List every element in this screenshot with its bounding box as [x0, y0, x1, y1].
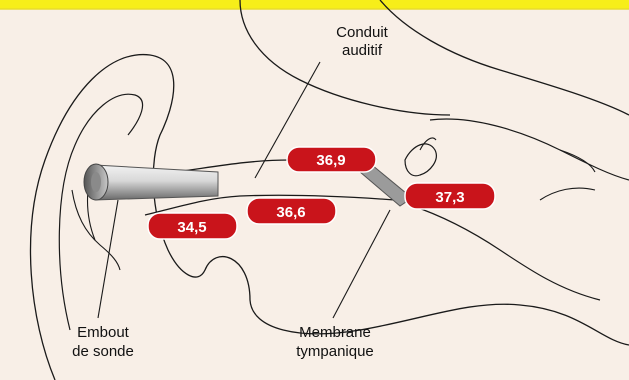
temp-value: 36,6	[276, 204, 305, 221]
temp-badge-34-5: 34,5	[148, 213, 237, 239]
temp-badge-36-6: 36,6	[247, 198, 336, 224]
temp-badge-37-3: 37,3	[405, 183, 495, 209]
temp-value: 37,3	[435, 189, 464, 206]
label-conduit-auditif: Conduit auditif	[336, 24, 389, 59]
temp-value: 36,9	[316, 152, 345, 169]
label-line: tympanique	[296, 343, 374, 360]
top-banner	[0, 0, 629, 9]
label-line: Conduit	[336, 24, 389, 41]
temp-value: 34,5	[177, 219, 206, 236]
label-line: Embout	[77, 324, 130, 341]
label-line: auditif	[342, 42, 383, 59]
label-line: Membrane	[299, 324, 371, 341]
label-line: de sonde	[72, 343, 134, 360]
temp-badge-36-9: 36,9	[287, 147, 376, 172]
